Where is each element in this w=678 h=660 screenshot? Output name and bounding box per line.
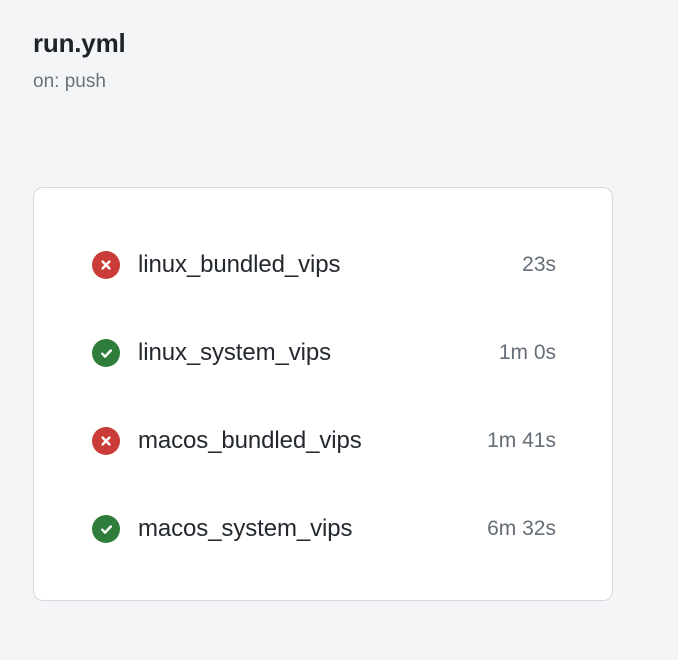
job-duration: 6m 32s (487, 517, 556, 540)
jobs-list: linux_bundled_vips 23s linux_system_vips… (34, 188, 612, 600)
workflow-trigger-label: on: push (33, 71, 106, 92)
page-title: run.yml (33, 28, 126, 58)
x-circle-icon (92, 427, 120, 455)
check-circle-icon (92, 515, 120, 543)
job-duration: 23s (522, 253, 556, 276)
job-name[interactable]: linux_bundled_vips (138, 251, 341, 278)
list-item[interactable]: macos_bundled_vips 1m 41s (34, 421, 612, 461)
list-item[interactable]: linux_system_vips 1m 0s (34, 333, 612, 373)
list-item[interactable]: linux_bundled_vips 23s (34, 245, 612, 285)
job-name[interactable]: macos_bundled_vips (138, 427, 362, 454)
job-duration: 1m 0s (498, 341, 556, 364)
job-duration: 1m 41s (487, 429, 556, 452)
list-item[interactable]: macos_system_vips 6m 32s (34, 509, 612, 549)
job-name[interactable]: linux_system_vips (138, 339, 332, 366)
workflow-header: run.yml on: push (33, 28, 593, 94)
jobs-card: linux_bundled_vips 23s linux_system_vips… (33, 187, 613, 601)
x-circle-icon (92, 251, 120, 279)
job-name[interactable]: macos_system_vips (138, 515, 353, 542)
check-circle-icon (92, 339, 120, 367)
